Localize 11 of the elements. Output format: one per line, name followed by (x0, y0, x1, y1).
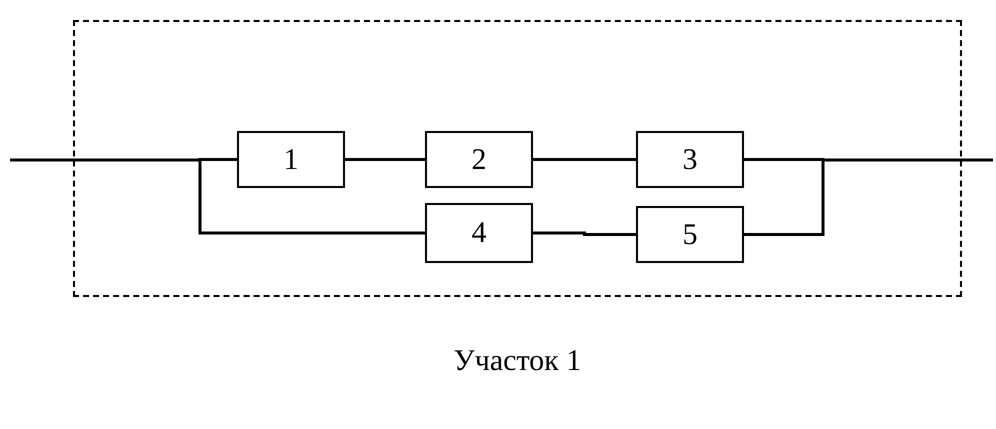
connector-line (345, 158, 425, 161)
connector-line (533, 158, 636, 161)
block-box: 2 (425, 131, 533, 188)
block-box: 5 (636, 206, 744, 263)
block-box: 3 (636, 131, 744, 188)
connector-line (533, 232, 636, 236)
connector-line (744, 158, 993, 236)
connector-line (10, 158, 425, 234)
block-box: 1 (237, 131, 345, 188)
group-title: Участок 1 (454, 344, 582, 378)
block-box: 4 (425, 203, 533, 263)
